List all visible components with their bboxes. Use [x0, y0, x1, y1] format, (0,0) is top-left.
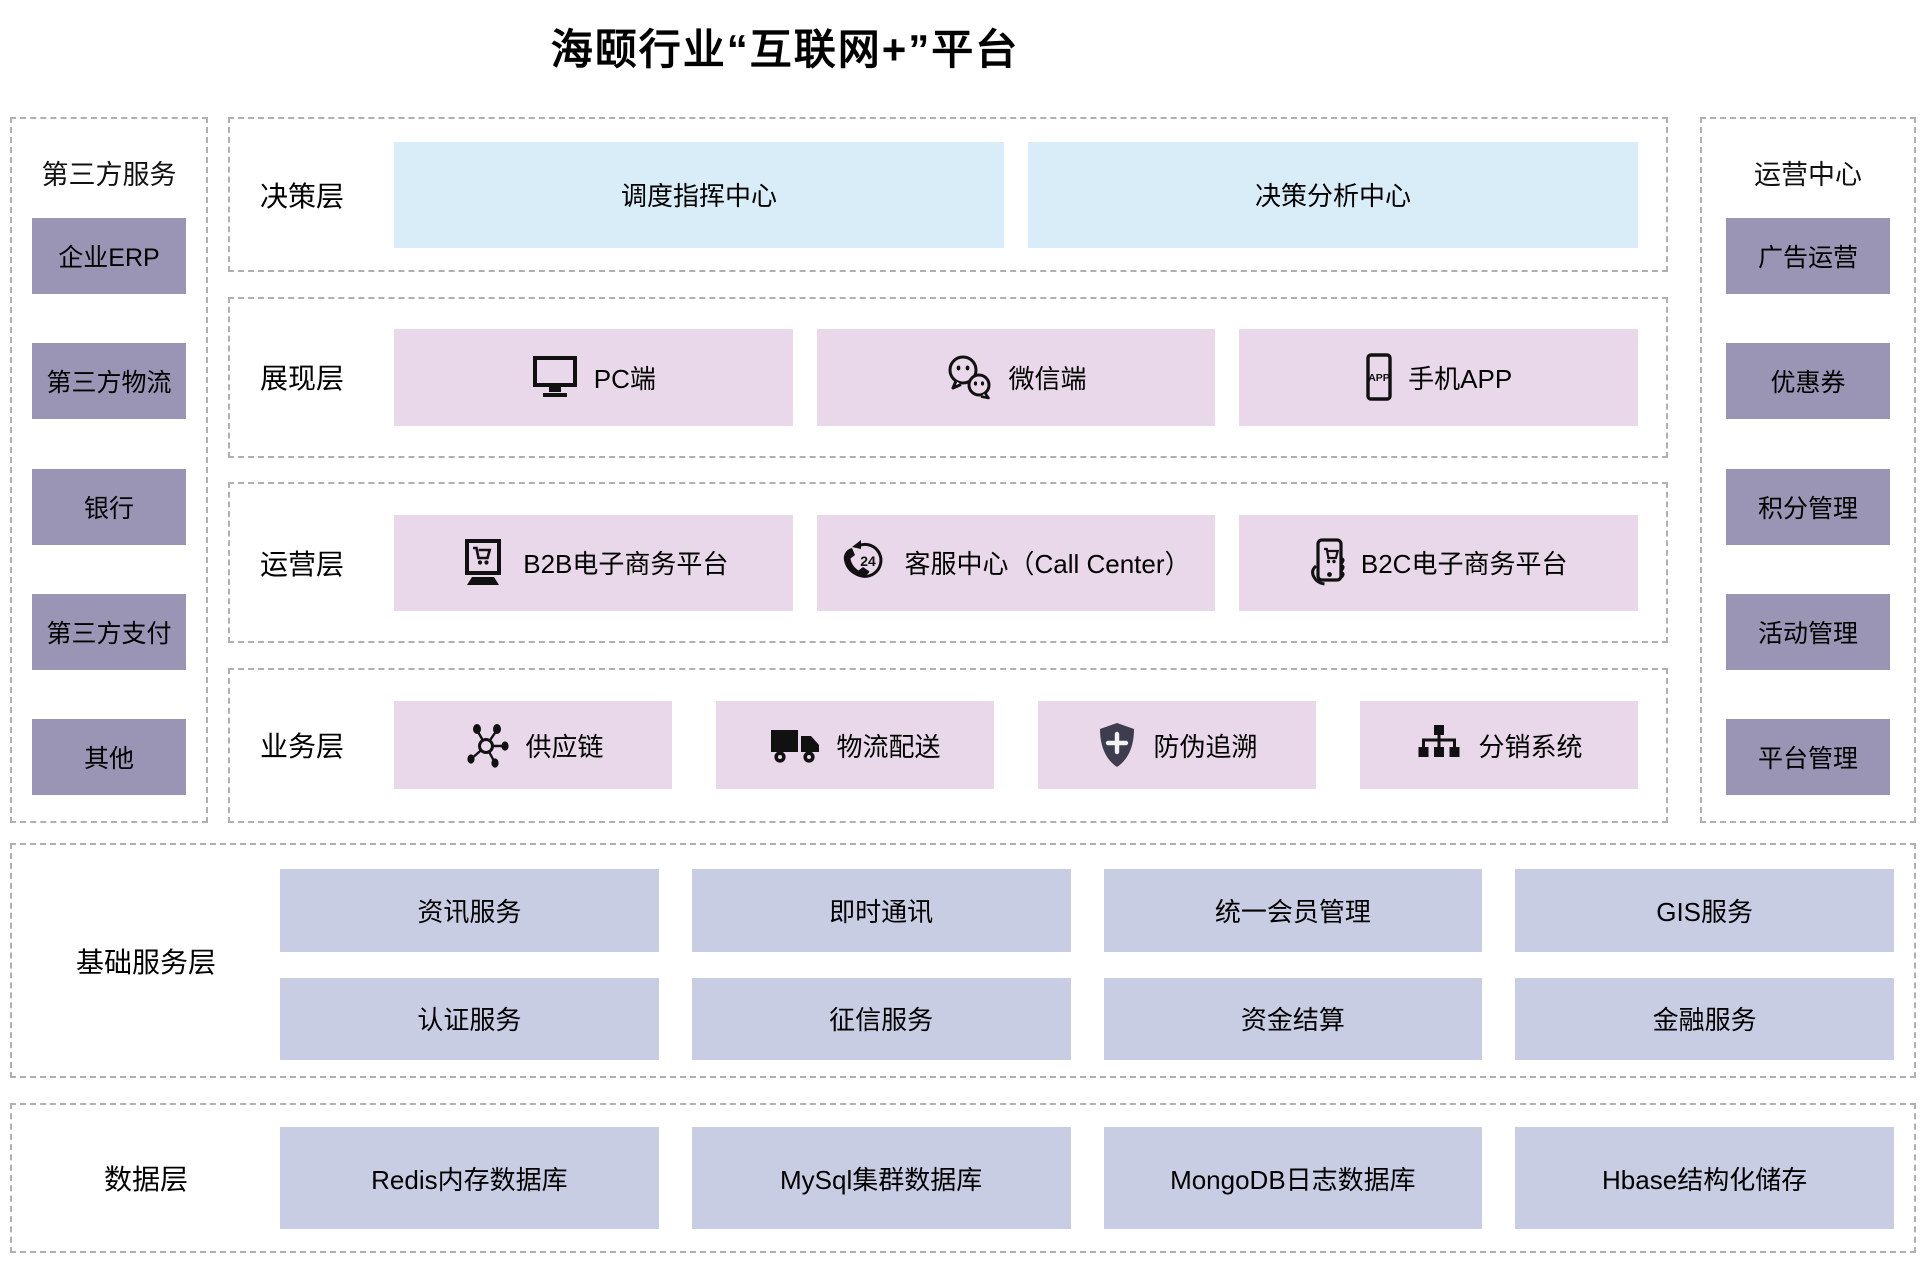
service-gis-box: GIS服务 — [1515, 869, 1894, 952]
app-badge-text: APP — [1368, 372, 1390, 384]
third-party-item-payment: 第三方支付 — [32, 593, 186, 670]
third-party-panel-title: 第三方服务 — [41, 160, 177, 190]
business-layer-items: 供应链 物流配送 — [394, 701, 1638, 790]
service-settlement-box: 资金结算 — [1103, 977, 1483, 1060]
data-layer: 数据层 Redis内存数据库 MySql集群数据库 MongoDB日志数据库 H… — [10, 1103, 1916, 1253]
third-party-item-other: 其他 — [32, 719, 186, 795]
presentation-layer-label: 展现层 — [260, 363, 345, 395]
pc-client-box: PC端 — [394, 328, 793, 426]
logistics-label: 物流配送 — [836, 731, 941, 762]
b2c-ecommerce-icon — [1310, 538, 1345, 586]
distribution-label: 分销系统 — [1478, 731, 1583, 762]
b2b-ecommerce-label: B2B电子商务平台 — [523, 549, 729, 580]
page-title: 海颐行业“互联网+”平台 — [550, 26, 1020, 73]
callcenter-label: 客服中心（Call Center） — [904, 549, 1191, 580]
presentation-layer: 展现层 PC端 — [228, 296, 1668, 458]
hours-badge-text: 24 — [861, 553, 877, 569]
decision-layer: 决策层 调度指挥中心 决策分析中心 — [228, 117, 1668, 272]
b2b-ecommerce-icon — [465, 538, 502, 585]
third-party-list: 企业ERP 第三方物流 银行 第三方支付 其他 — [32, 218, 186, 795]
decision-layer-label: 决策层 — [260, 180, 345, 212]
distribution-sitemap-icon — [1418, 725, 1460, 758]
presentation-layer-items: PC端 微信端 — [394, 328, 1639, 426]
monitor-icon — [532, 356, 577, 398]
platform-layers: 决策层 调度指挥中心 决策分析中心 展现层 PC端 — [228, 117, 1668, 823]
operation-item-campaigns: 活动管理 — [1726, 593, 1890, 670]
wechat-client-box: 微信端 — [816, 328, 1216, 426]
service-finance-box: 金融服务 — [1515, 977, 1894, 1060]
third-party-item-bank: 银行 — [32, 468, 186, 545]
decision-analysis-center-box: 决策分析中心 — [1028, 141, 1638, 248]
operation-item-coupons: 优惠券 — [1726, 343, 1890, 420]
operation-layer-label: 运营层 — [260, 548, 345, 580]
operation-center-list: 广告运营 优惠券 积分管理 活动管理 平台管理 — [1726, 218, 1890, 795]
callcenter-24-icon: 24 — [844, 539, 883, 578]
decision-layer-items: 调度指挥中心 决策分析中心 — [394, 141, 1638, 248]
logistics-box: 物流配送 — [716, 701, 994, 790]
operation-layer: 运营层 B2B电子商务平台 24 — [228, 482, 1668, 644]
mobile-app-box: APP 手机APP — [1239, 328, 1639, 426]
operation-item-ads: 广告运营 — [1726, 218, 1890, 294]
anti-counterfeit-shield-icon — [1100, 723, 1135, 768]
supply-chain-label: 供应链 — [525, 731, 604, 762]
operation-layer-items: B2B电子商务平台 24 客服中心（Call Center） — [394, 514, 1639, 611]
operation-item-platform-mgmt: 平台管理 — [1726, 719, 1890, 795]
business-layer-label: 业务层 — [260, 731, 345, 763]
logistics-truck-icon — [771, 730, 820, 764]
b2c-ecommerce-box: B2C电子商务平台 — [1239, 514, 1639, 611]
distribution-box: 分销系统 — [1360, 701, 1638, 790]
third-party-item-logistics: 第三方物流 — [32, 343, 186, 420]
business-layer: 业务层 供应链 — [228, 667, 1668, 823]
service-credit-box: 征信服务 — [691, 977, 1071, 1060]
db-hbase-box: Hbase结构化储存 — [1515, 1127, 1894, 1229]
mobile-app-label: 手机APP — [1408, 363, 1513, 394]
db-mysql-box: MySql集群数据库 — [691, 1127, 1071, 1229]
db-mongodb-box: MongoDB日志数据库 — [1103, 1127, 1483, 1229]
base-service-layer-label: 基础服务层 — [75, 946, 216, 978]
base-service-grid: 资讯服务 即时通讯 统一会员管理 GIS服务 认证服务 征信服务 资金结算 金融… — [280, 845, 1914, 1076]
anti-counterfeit-label: 防伪追溯 — [1153, 731, 1258, 762]
data-layer-grid: Redis内存数据库 MySql集群数据库 MongoDB日志数据库 Hbase… — [280, 1105, 1914, 1251]
operation-center-title: 运营中心 — [1754, 160, 1862, 190]
service-member-box: 统一会员管理 — [1103, 869, 1483, 952]
supply-chain-box: 供应链 — [394, 701, 672, 790]
mobile-app-icon: APP — [1366, 353, 1392, 401]
supply-chain-icon — [467, 724, 510, 769]
anti-counterfeit-box: 防伪追溯 — [1038, 701, 1316, 790]
third-party-item-erp: 企业ERP — [32, 218, 186, 294]
b2c-ecommerce-label: B2C电子商务平台 — [1360, 549, 1568, 580]
third-party-services-panel: 第三方服务 企业ERP 第三方物流 银行 第三方支付 其他 — [10, 117, 208, 823]
db-redis-box: Redis内存数据库 — [280, 1127, 659, 1229]
b2b-ecommerce-box: B2B电子商务平台 — [394, 514, 793, 611]
callcenter-box: 24 客服中心（Call Center） — [816, 514, 1216, 611]
base-service-layer: 基础服务层 资讯服务 即时通讯 统一会员管理 GIS服务 认证服务 征信服务 资… — [10, 843, 1916, 1078]
operation-center-panel: 运营中心 广告运营 优惠券 积分管理 活动管理 平台管理 — [1700, 117, 1916, 823]
wechat-client-label: 微信端 — [1008, 363, 1087, 394]
pc-client-label: PC端 — [593, 363, 656, 394]
service-news-box: 资讯服务 — [280, 869, 659, 952]
service-auth-box: 认证服务 — [280, 977, 659, 1060]
wechat-icon — [948, 355, 990, 400]
dispatch-command-center-box: 调度指挥中心 — [394, 141, 1004, 248]
service-im-box: 即时通讯 — [691, 869, 1071, 952]
data-layer-label: 数据层 — [103, 1164, 188, 1195]
operation-item-points: 积分管理 — [1726, 468, 1890, 545]
